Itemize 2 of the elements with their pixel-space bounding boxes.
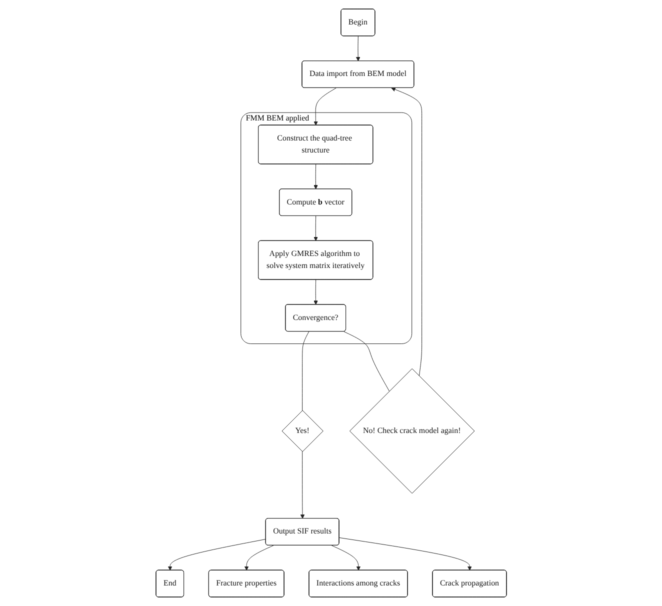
- connector: [302, 331, 309, 411]
- connector: [343, 331, 390, 392]
